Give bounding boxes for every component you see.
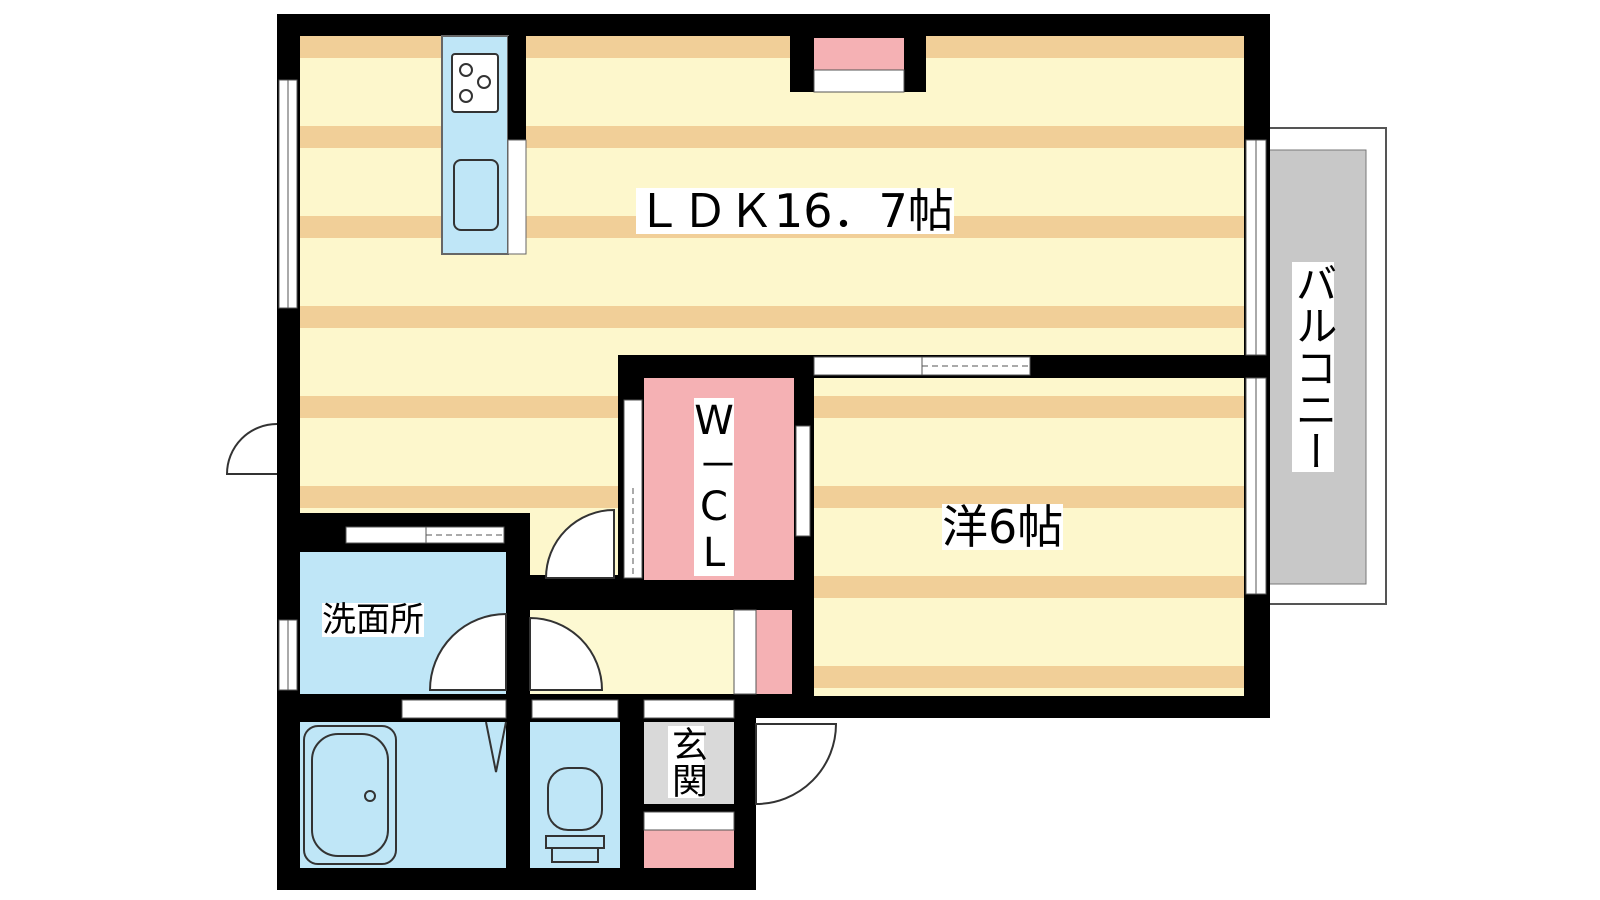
entrance-label: 玄関 xyxy=(666,726,707,798)
sink-icon xyxy=(453,159,499,231)
door-swings xyxy=(225,423,838,806)
stove-icon xyxy=(451,53,499,113)
western-room-label: 洋6帖 xyxy=(942,500,1064,554)
left-window-top xyxy=(278,79,298,309)
washroom-label: 洗面所 xyxy=(322,600,424,640)
balcony-window-western xyxy=(1245,377,1267,595)
balcony-label: バルコニー xyxy=(1289,262,1338,472)
left-window-wash xyxy=(278,619,298,691)
main-door-swing xyxy=(755,723,838,806)
bathroom-door-fold xyxy=(485,721,507,773)
bathtub-icon xyxy=(303,725,397,865)
bathroom-door xyxy=(401,699,507,719)
balcony-window-ldk xyxy=(1245,139,1267,356)
western-room-closet-door xyxy=(795,425,811,537)
wic-label: W－CL xyxy=(691,398,737,576)
toilet-icon xyxy=(545,767,605,863)
toilet-door xyxy=(531,699,619,719)
wic-door-swing xyxy=(544,508,615,579)
western-sliding-door xyxy=(813,356,1031,376)
entrance-shoe-closet xyxy=(644,830,734,868)
top-vent xyxy=(790,36,926,93)
entrance-shoe-closet-door xyxy=(643,811,735,831)
washroom-sliding-door xyxy=(345,526,505,544)
washroom-door-swing xyxy=(428,612,507,691)
wic-door xyxy=(623,399,643,579)
hall-closet xyxy=(733,609,792,695)
entrance-step xyxy=(643,699,735,719)
ldk-label: ＬＤＫ16．7帖 xyxy=(636,184,954,238)
toilet-door-swing xyxy=(529,616,604,691)
ldk-side-door-swing xyxy=(225,423,278,475)
